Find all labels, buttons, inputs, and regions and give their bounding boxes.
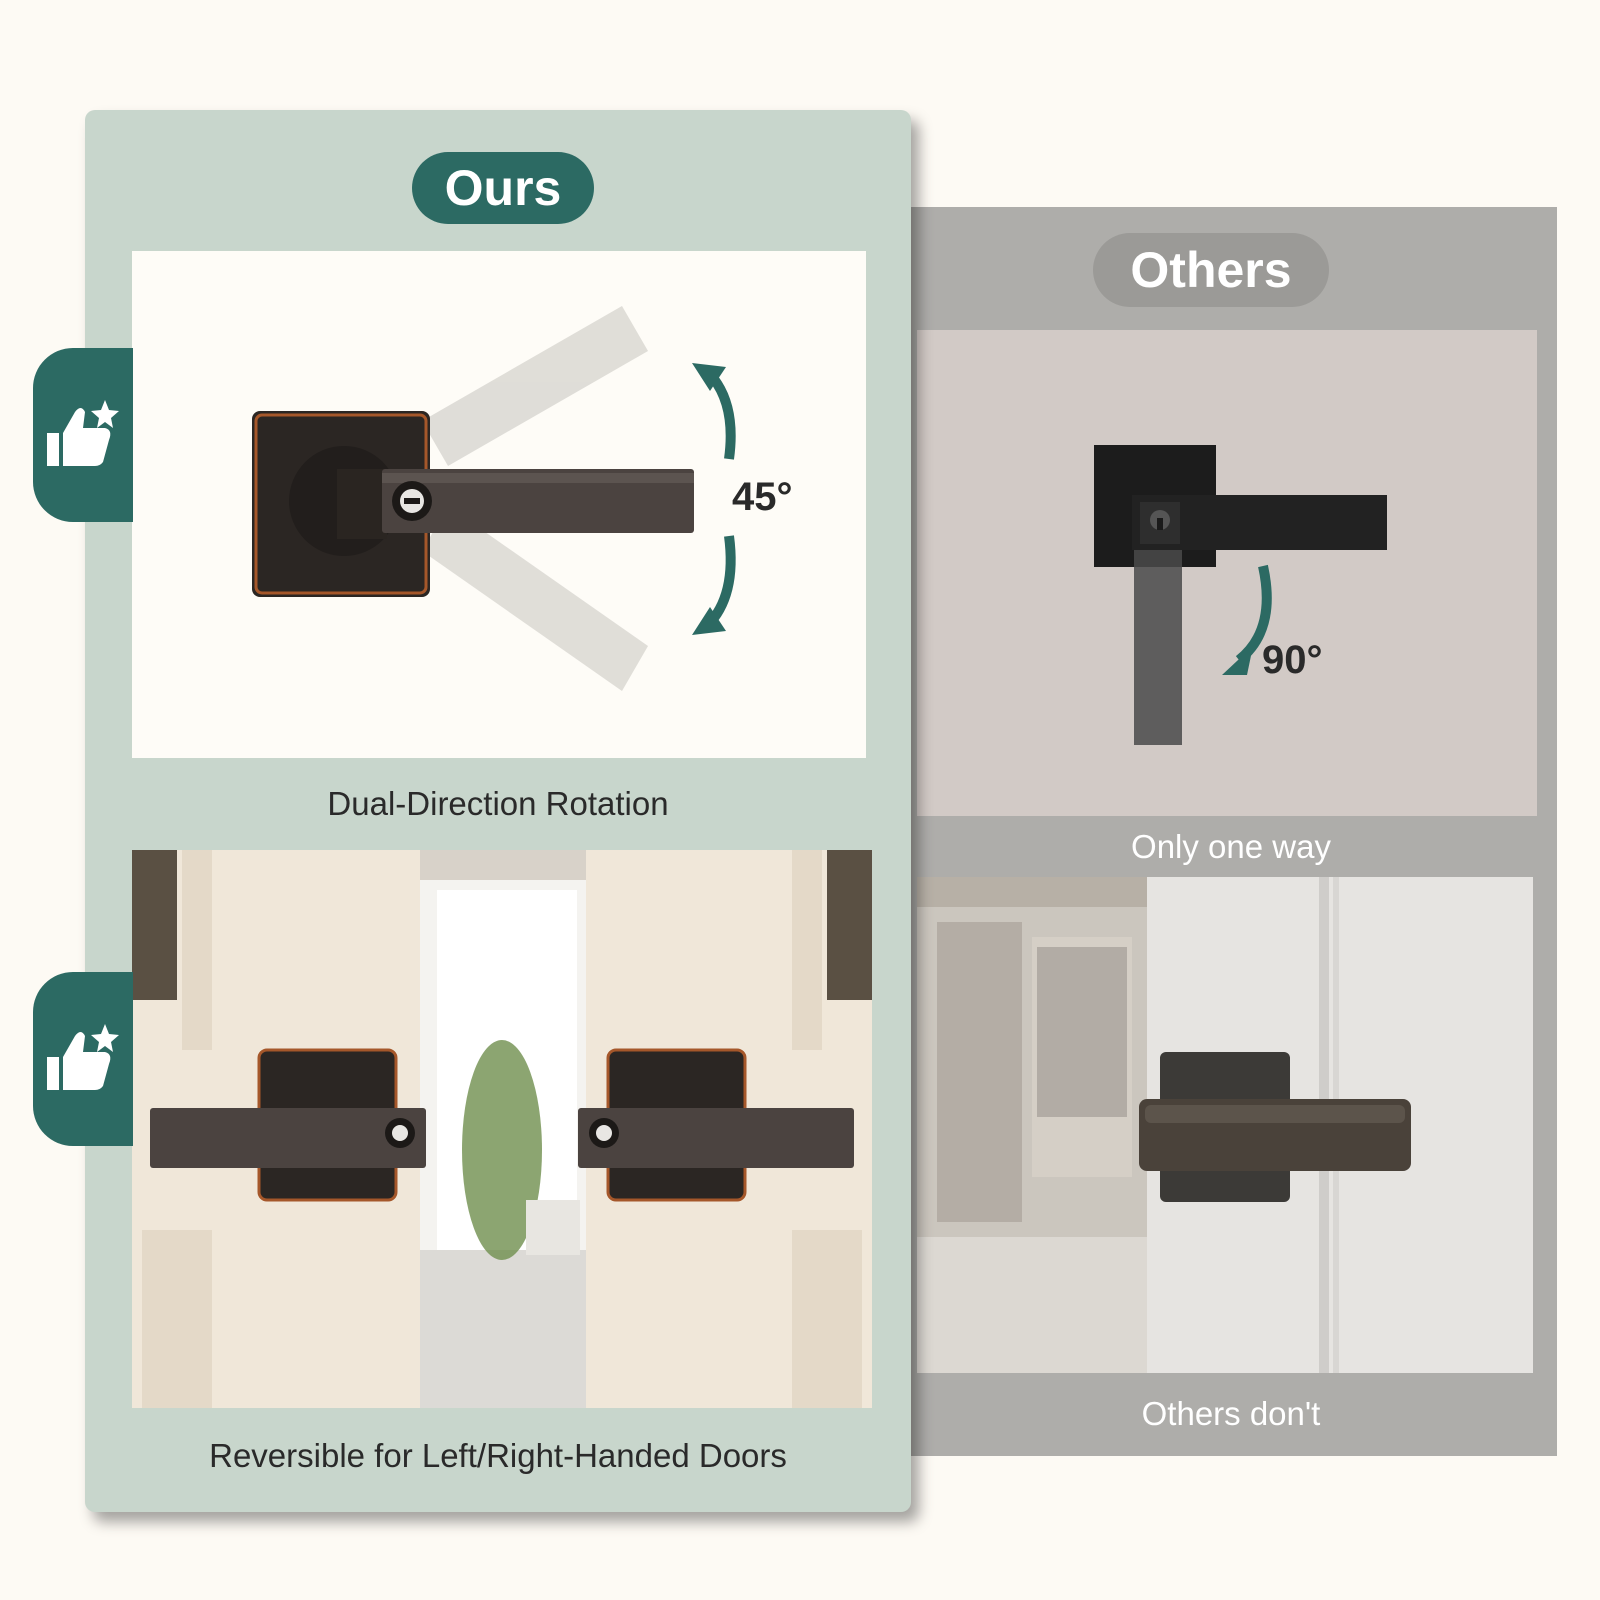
ours-badge: Ours — [412, 152, 594, 224]
thumbs-up-star-icon — [47, 400, 119, 466]
ours-rotation-image: 45° — [132, 251, 866, 758]
thumbs-up-tab-bottom — [33, 972, 133, 1146]
others-angle-label: 90° — [1262, 638, 1323, 682]
ours-door-image — [132, 850, 872, 1408]
ours-top-caption: Dual-Direction Rotation — [327, 785, 669, 822]
others-badge: Others — [1093, 233, 1329, 307]
others-door-illustration — [917, 877, 1533, 1373]
others-bottom-caption: Others don't — [1141, 1395, 1321, 1432]
others-rotation-image: 90° — [917, 330, 1537, 816]
ours-lever-illustration — [252, 306, 736, 691]
ours-doors-illustration — [132, 850, 872, 1408]
others-door-image — [917, 877, 1533, 1373]
thumbs-up-tab-top — [33, 348, 133, 522]
others-lever-illustration — [1094, 445, 1387, 745]
ours-angle-label: 45° — [732, 475, 793, 519]
thumbs-up-star-icon — [47, 1024, 119, 1090]
ours-bottom-caption: Reversible for Left/Right-Handed Doors — [209, 1437, 787, 1474]
others-top-caption: Only one way — [1131, 828, 1331, 865]
